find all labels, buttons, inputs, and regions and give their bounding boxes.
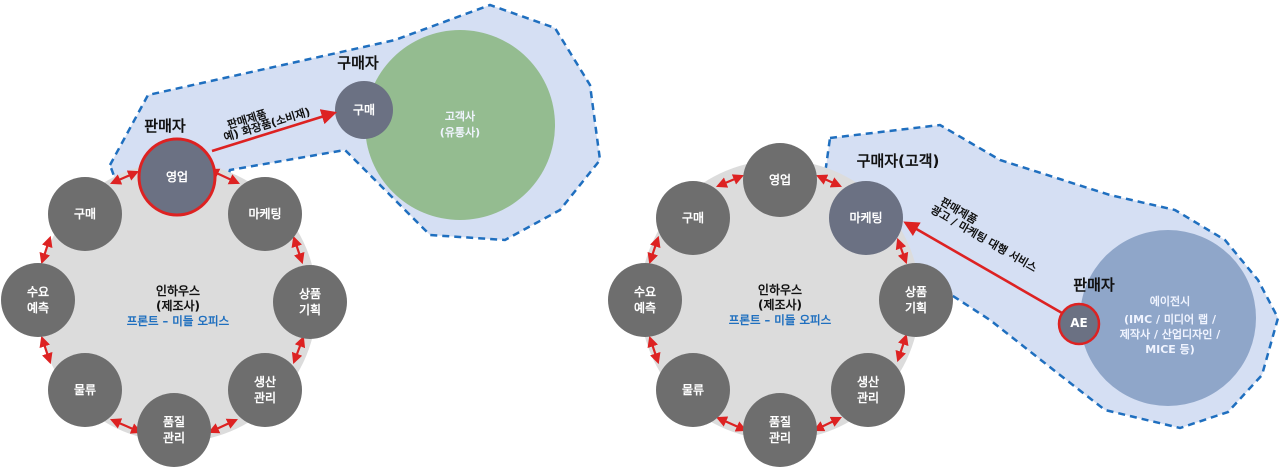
right-center-title-2: (제조사) [758,297,802,312]
left-diagram: 영업 마케팅 상품 기획 생산 관리 품질 관리 물류 수요 예측 [1,3,602,467]
right-agency-line2: (IMC / 미디어 랩 / [1124,312,1217,326]
left-center-subtitle: 프론트 – 미들 오피스 [127,314,230,328]
left-buyer-node-label: 구매 [353,102,375,117]
right-node-product-planning-line2: 기획 [905,300,927,315]
right-node-production-line2: 관리 [857,390,879,405]
right-agency-line3: 제작사 / 산업디자인 / [1120,327,1221,341]
left-node-quality: 품질 관리 [137,393,211,467]
left-node-product-planning-line1: 상품 [299,286,321,301]
left-node-demand-line2: 예측 [27,300,49,315]
right-node-quality-line2: 관리 [769,430,791,445]
right-node-logistics: 물류 [656,353,730,427]
right-node-purchasing: 구매 [656,181,730,255]
right-node-quality: 품질 관리 [743,393,817,467]
right-agency-circle [1080,230,1256,406]
right-ring-connectors [647,174,909,432]
left-node-logistics-label: 물류 [74,383,96,397]
right-diagram: 영업 마케팅 상품 기획 생산 관리 품질 관리 물류 수요 예측 [608,123,1280,467]
left-center-title-1: 인하우스 [156,283,200,298]
left-node-marketing: 마케팅 [228,177,302,251]
right-node-product-planning-line1: 상품 [905,284,927,299]
left-customer-circle [365,30,555,220]
left-buyer-label: 구매자 [337,54,379,72]
right-node-logistics-label: 물류 [682,383,704,397]
right-node-sales-label: 영업 [769,172,791,187]
left-node-production-line1: 생산 [254,374,276,389]
right-node-product-planning: 상품 기획 [879,263,953,337]
right-transaction-arrow [903,221,1063,315]
left-customer-line1: 고객사 [445,109,476,123]
left-node-product-planning-line2: 기획 [299,302,321,317]
right-node-sales: 영업 [743,143,817,217]
left-node-logistics: 물류 [48,353,122,427]
right-buyer-label: 구매자(고객) [857,152,940,170]
right-seller-node: AE [1057,302,1101,346]
left-node-purchasing: 구매 [48,177,122,251]
left-center-title-2: (제조사) [156,298,200,313]
left-node-marketing-label: 마케팅 [248,206,281,221]
left-node-quality-line1: 품질 [163,415,185,429]
right-seller-node-label: AE [1070,316,1087,330]
left-customer-line2: (유통사) [440,125,480,139]
left-buyer-node: 구매 [335,81,393,139]
left-node-demand-line1: 수요 [27,285,49,299]
right-node-demand-line1: 수요 [634,285,656,299]
right-node-demand: 수요 예측 [608,263,682,337]
left-transaction-arrow [211,109,337,153]
right-seller-label: 판매자 [1073,276,1115,294]
right-agency-line1: 에이전시 [1150,294,1190,308]
right-node-marketing-label: 마케팅 [849,210,882,225]
right-node-marketing: 마케팅 [829,181,903,255]
left-node-product-planning: 상품 기획 [273,265,347,339]
right-node-demand-line2: 예측 [634,300,656,315]
left-node-sales: 영업 [137,137,217,217]
left-node-quality-line2: 관리 [163,430,185,445]
left-node-sales-label: 영업 [166,169,188,184]
left-node-demand: 수요 예측 [1,263,75,337]
left-node-purchasing-label: 구매 [74,206,96,221]
left-seller-label: 판매자 [144,117,186,135]
right-node-purchasing-label: 구매 [682,210,704,225]
right-node-production-line1: 생산 [857,374,879,389]
right-agency-line4: MICE 등) [1145,343,1195,356]
right-center-subtitle: 프론트 – 미들 오피스 [729,313,832,327]
right-node-production: 생산 관리 [831,353,905,427]
left-node-production: 생산 관리 [228,353,302,427]
right-node-quality-line1: 품질 [769,415,791,429]
left-node-production-line2: 관리 [254,390,276,405]
right-center-title-1: 인하우스 [758,282,802,297]
